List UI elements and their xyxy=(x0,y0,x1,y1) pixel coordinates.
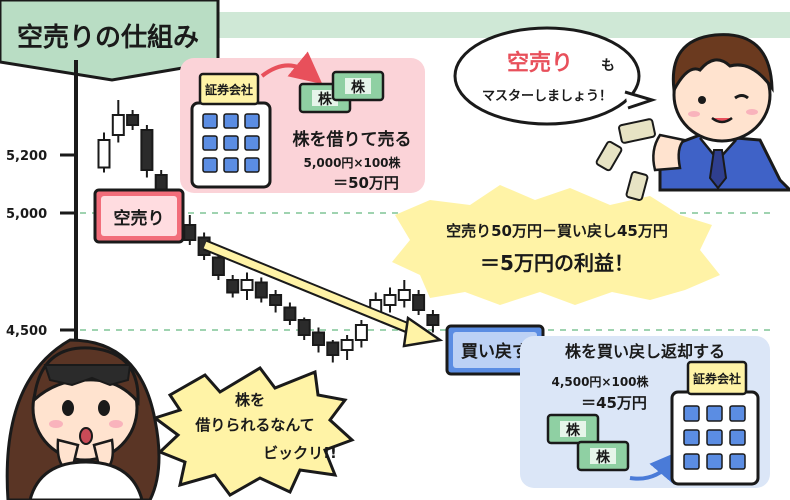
candle-21 xyxy=(383,287,397,313)
candle-body xyxy=(326,341,340,356)
candle-body xyxy=(211,256,225,276)
candle-7 xyxy=(183,215,197,245)
speech-bubble-top-right-tail xyxy=(624,90,657,110)
candle-body xyxy=(226,279,240,294)
candle-body xyxy=(426,314,440,326)
stock-chip-c-label: 株 xyxy=(566,422,581,439)
candle-3 xyxy=(126,110,140,130)
page-title: 空売りの仕組み xyxy=(17,22,199,53)
candle-body xyxy=(340,339,354,351)
company-label-1: 証券会社 xyxy=(205,82,253,97)
buy-back-tag-label: 買い戻す xyxy=(461,341,529,362)
profit-line-2: ＝5万円の利益！ xyxy=(480,251,634,275)
bubble-bottom-left-line3: ビックリ!! xyxy=(263,444,337,462)
candle-body xyxy=(412,294,426,311)
candle-16 xyxy=(312,327,325,353)
return-result: ＝45万円 xyxy=(581,394,647,412)
company-label-2: 証券会社 xyxy=(693,371,741,386)
candle-1 xyxy=(97,132,111,173)
stock-chip-d xyxy=(576,440,630,472)
securities-company-building-2 xyxy=(670,360,760,486)
short-sell-tag-label: 空売り xyxy=(114,208,165,229)
stock-chip-b-label: 株 xyxy=(351,79,366,96)
trend-arrow-head xyxy=(402,315,444,348)
candle-body xyxy=(140,129,154,171)
candle-body xyxy=(383,294,397,306)
candle-body xyxy=(111,114,125,136)
man-character xyxy=(595,33,790,201)
candle-body xyxy=(254,281,268,299)
candle-body xyxy=(397,289,411,301)
candle-body xyxy=(240,279,254,291)
candle-15 xyxy=(297,317,311,340)
candle-18 xyxy=(340,335,354,360)
candle-22 xyxy=(397,280,411,308)
tick-label-4500: 4,500 xyxy=(6,324,47,339)
candle-2 xyxy=(111,100,125,143)
candle-14 xyxy=(283,302,297,325)
tick-label-5000: 5,000 xyxy=(6,207,47,222)
bubble-bottom-left-line2: 借りられるなんて xyxy=(194,416,314,434)
candle-19 xyxy=(354,320,368,348)
profit-line-1: 空売り50万円－買い戻し45万円 xyxy=(446,222,668,240)
borrow-heading: 株を借りて売る xyxy=(293,129,412,150)
title-pennant xyxy=(0,0,220,82)
speech-bubble-top-right xyxy=(453,26,641,126)
candle-12 xyxy=(254,277,268,303)
stock-chip-a-label: 株 xyxy=(318,91,333,108)
profit-bubble xyxy=(392,185,720,305)
candle-4 xyxy=(140,125,154,178)
securities-company-building-1 xyxy=(190,72,272,189)
stock-chip-b xyxy=(331,70,385,102)
candle-body xyxy=(183,224,197,241)
candle-body xyxy=(354,324,368,341)
stock-chip-d-label: 株 xyxy=(596,449,611,466)
buy-back-tag-inner xyxy=(453,332,537,368)
borrow-result: ＝50万円 xyxy=(333,174,399,192)
short-sell-tag-inner xyxy=(101,196,177,236)
trend-arrow xyxy=(203,241,420,336)
return-heading: 株を買い戻し返却する xyxy=(565,342,725,361)
candle-9 xyxy=(211,252,225,280)
candle-10 xyxy=(226,275,240,298)
candle-body xyxy=(283,306,297,321)
candle-23 xyxy=(412,290,426,315)
bubble-top-right-suffix: も xyxy=(601,58,615,74)
candle-body xyxy=(297,319,311,336)
candle-17 xyxy=(326,340,340,363)
candle-24 xyxy=(426,310,440,333)
candle-body xyxy=(312,331,325,346)
candle-body xyxy=(269,294,283,306)
candle-body xyxy=(97,139,111,169)
bubble-top-right-line2: マスターしましょう！ xyxy=(482,89,612,104)
borrow-formula: 5,000円×100株 xyxy=(303,155,401,170)
candle-11 xyxy=(240,272,254,300)
speech-bubble-bottom-left xyxy=(151,366,355,497)
return-arrow xyxy=(629,449,683,485)
bubble-top-right-keyword: 空売り xyxy=(507,50,573,76)
bubble-bottom-left-line1: 株を xyxy=(235,391,265,409)
stock-chip-c xyxy=(546,413,600,445)
borrow-arrow xyxy=(260,51,323,85)
tick-label-5200: 5,200 xyxy=(6,149,47,164)
woman-character xyxy=(5,338,161,500)
return-formula: 4,500円×100株 xyxy=(551,374,649,389)
candle-body xyxy=(126,114,140,126)
candle-13 xyxy=(269,290,283,313)
